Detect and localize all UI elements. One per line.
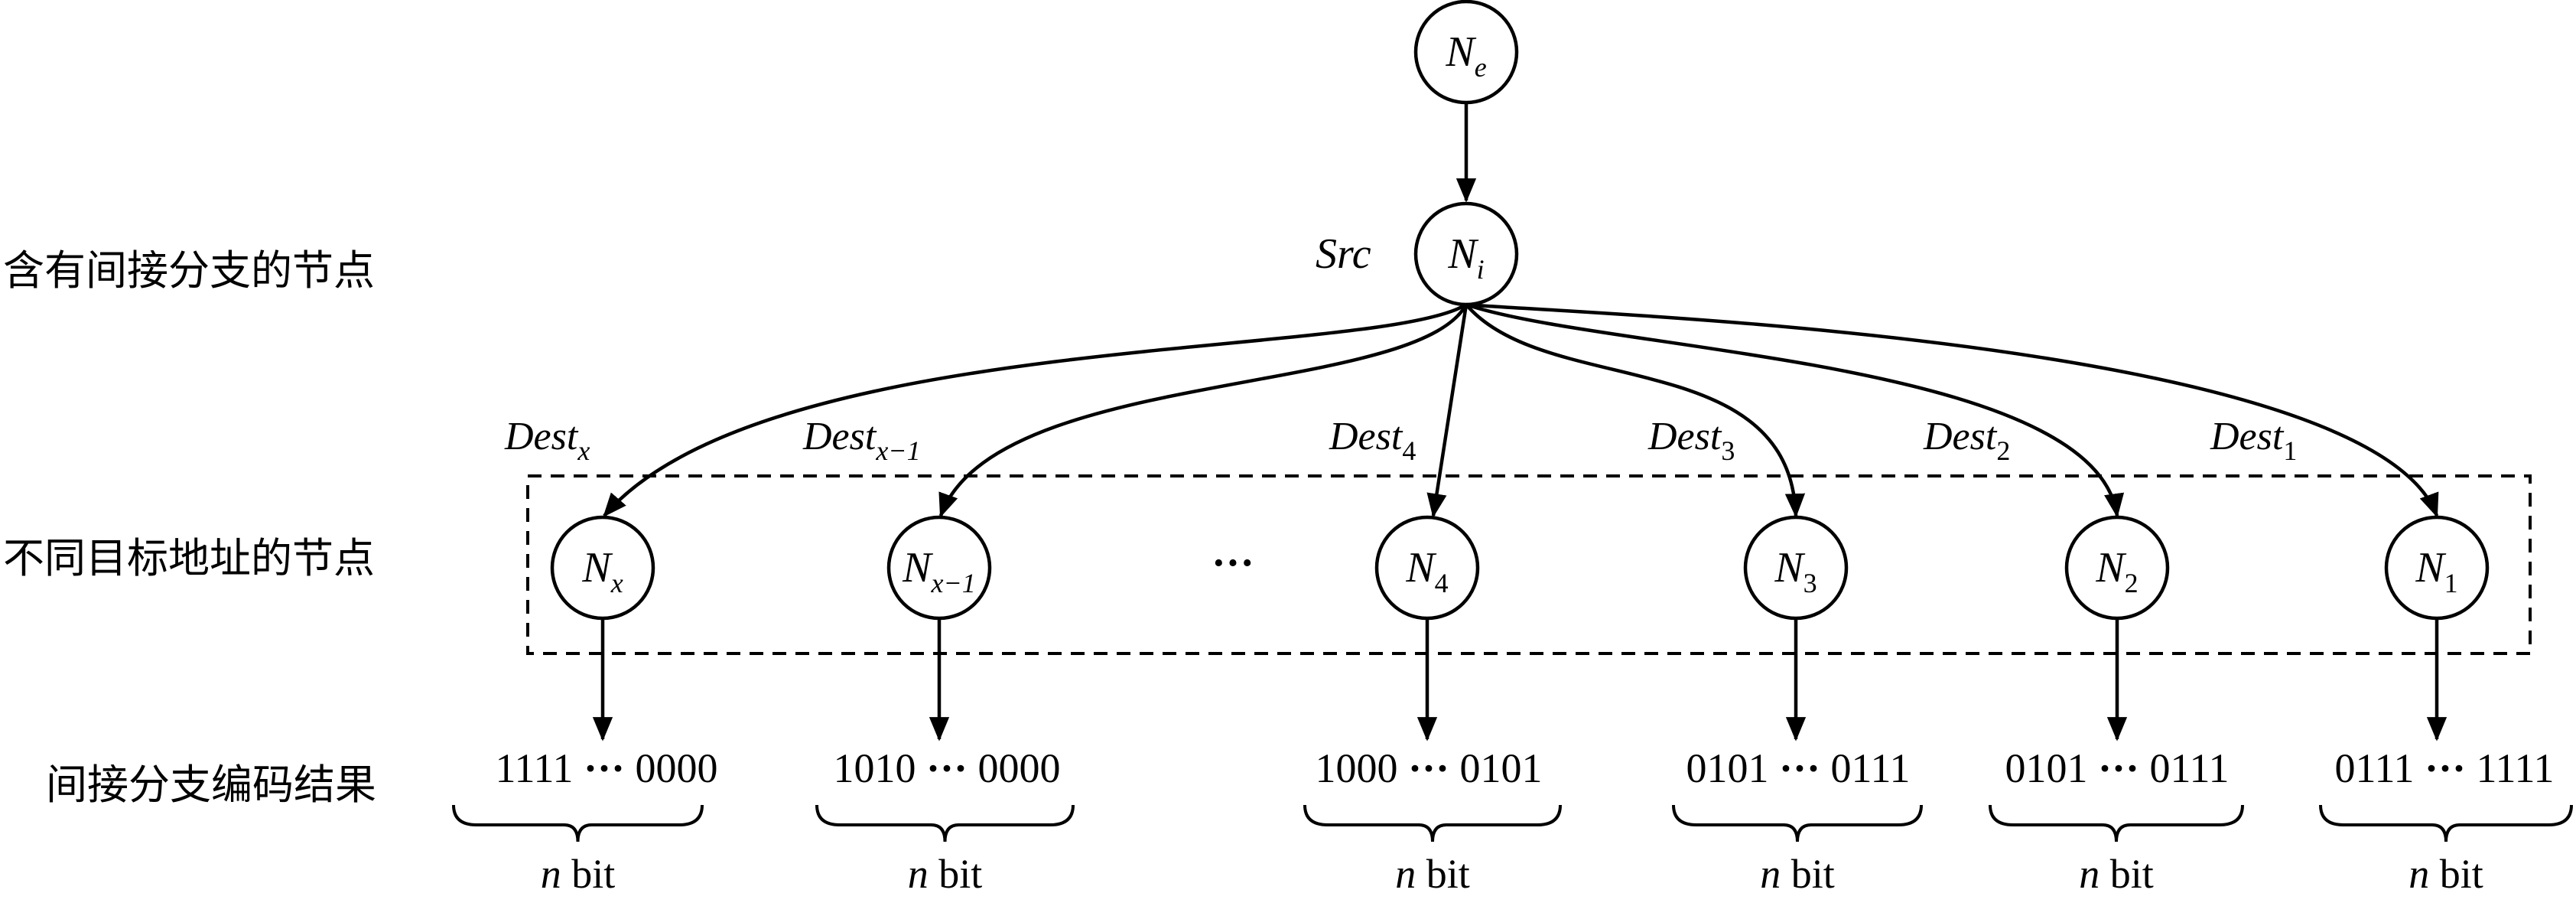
dest-2-node-label: Nx−1 bbox=[902, 544, 976, 598]
edge-ni-to-dest-5 bbox=[1465, 302, 2124, 518]
dest-6-node-label: N1 bbox=[2415, 544, 2457, 598]
dest-5-edge-label: Dest2 bbox=[1923, 415, 2010, 466]
node-ne-label: Ne bbox=[1445, 28, 1486, 83]
dest-1-edge-label: Destx bbox=[504, 415, 590, 466]
row-label-encoding-result: 间接分支编码结果 bbox=[46, 761, 376, 809]
node-ne: Ne bbox=[1413, 0, 1519, 105]
edge-ni-to-dest-6 bbox=[1465, 302, 2439, 518]
target-nodes-dashed-box bbox=[526, 474, 2532, 655]
dest-6-edge-label: Dest1 bbox=[2210, 415, 2297, 466]
dest-2-code: 1010 ··· 0000 bbox=[833, 745, 1060, 791]
edge-ni-to-dest-2 bbox=[938, 303, 1468, 518]
dest-4-node-label: N3 bbox=[1774, 544, 1817, 598]
dest-1-width-label: n bit bbox=[541, 851, 616, 897]
dest-6-width-label: n bit bbox=[2408, 851, 2483, 897]
nodes-ellipsis: ··· bbox=[1212, 539, 1254, 587]
dest-6-brace bbox=[2319, 804, 2573, 842]
edge-ni-to-dest-4 bbox=[1465, 303, 1806, 518]
dest-4-width-label: n bit bbox=[1760, 851, 1835, 897]
node-ni: Ni bbox=[1413, 201, 1519, 307]
dest-5-width-label: n bit bbox=[2079, 851, 2154, 897]
edge-ni-to-dest-3 bbox=[1426, 304, 1469, 518]
dest-3-code: 1000 ··· 0101 bbox=[1315, 745, 1542, 791]
node-ni-label: Ni bbox=[1447, 230, 1484, 285]
dest-3-width-label: n bit bbox=[1395, 851, 1470, 897]
dest-3-edge-label: Dest4 bbox=[1329, 415, 1416, 466]
dest-3-node-label: N4 bbox=[1405, 544, 1448, 598]
dest-3-brace bbox=[1303, 804, 1562, 842]
dest-4-code: 0101 ··· 0111 bbox=[1686, 745, 1910, 791]
row-label-branch-node: 含有间接分支的节点 bbox=[3, 246, 375, 295]
dest-1-node-label: Nx bbox=[581, 544, 623, 598]
dest-1-code: 1111 ··· 0000 bbox=[495, 745, 717, 791]
edge-ni-to-dest-1 bbox=[603, 303, 1468, 517]
dest-2-edge-label: Destx−1 bbox=[802, 415, 921, 466]
dest-5-node-label: N2 bbox=[2095, 544, 2138, 598]
dest-4-brace bbox=[1672, 804, 1923, 842]
dest-5-code: 0101 ··· 0111 bbox=[2005, 745, 2229, 791]
dest-4-edge-label: Dest3 bbox=[1647, 415, 1735, 466]
dest-5-brace bbox=[1989, 804, 2244, 842]
dest-2-width-label: n bit bbox=[908, 851, 983, 897]
dest-6-code: 0111 ··· 1111 bbox=[2334, 745, 2554, 791]
row-label-target-nodes: 不同目标地址的节点 bbox=[3, 534, 375, 582]
dest-1-brace bbox=[452, 804, 704, 842]
src-label: Src bbox=[1316, 230, 1371, 278]
dest-2-brace bbox=[815, 804, 1075, 842]
